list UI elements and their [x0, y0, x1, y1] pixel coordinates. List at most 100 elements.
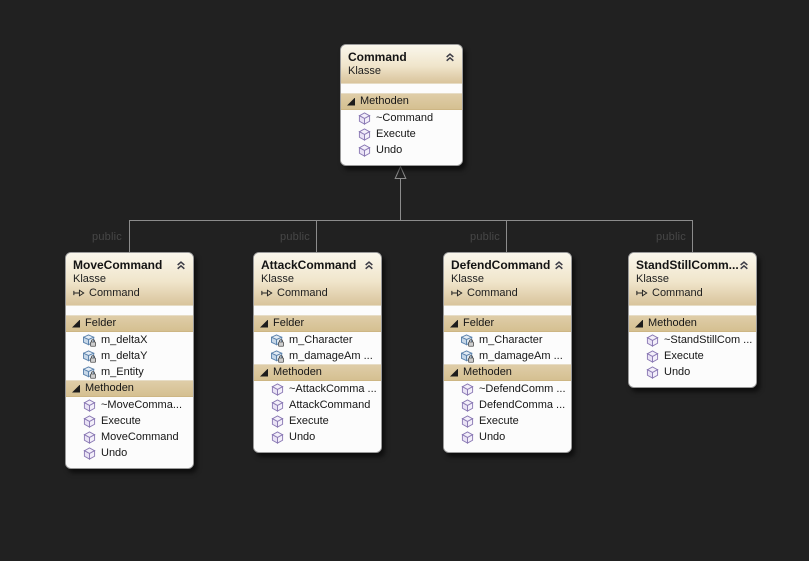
- member-row[interactable]: ~Command: [341, 110, 462, 126]
- expander-icon: [635, 319, 643, 328]
- member-row[interactable]: ~MoveComma...: [66, 397, 193, 413]
- section-header-methods[interactable]: Methoden: [444, 364, 571, 381]
- private-field-icon: [271, 334, 284, 347]
- section-label: Methoden: [648, 317, 697, 329]
- member-label: Execute: [289, 415, 329, 427]
- base-type-row: Command: [261, 286, 374, 300]
- base-type-label: Command: [467, 287, 518, 299]
- member-row[interactable]: m_Character: [444, 332, 571, 348]
- class-title: MoveCommand: [73, 258, 163, 272]
- method-icon: [461, 415, 474, 428]
- collapse-chevron-icon[interactable]: [363, 260, 375, 270]
- class-box-defendcommand[interactable]: DefendCommand Klasse Command Felder m_Ch…: [443, 252, 572, 453]
- section-header-methods[interactable]: Methoden: [254, 364, 381, 381]
- member-row[interactable]: MoveCommand: [66, 429, 193, 445]
- collapse-chevron-icon[interactable]: [175, 260, 187, 270]
- base-type-label: Command: [89, 287, 140, 299]
- class-header[interactable]: DefendCommand Klasse Command: [444, 253, 571, 306]
- member-row[interactable]: Undo: [629, 364, 756, 380]
- member-row[interactable]: m_Character: [254, 332, 381, 348]
- inheritance-arrow-icon: [636, 288, 648, 298]
- section-header-fields[interactable]: Felder: [66, 315, 193, 332]
- section-label: Felder: [85, 317, 117, 329]
- method-icon: [83, 431, 96, 444]
- section-label: Methoden: [85, 382, 134, 394]
- class-kind: Klasse: [348, 65, 382, 77]
- member-label: m_damageAm ...: [289, 350, 373, 362]
- section-label: Methoden: [463, 366, 512, 378]
- class-box-standstillcommand[interactable]: StandStillComm... Klasse Command Methode…: [628, 252, 757, 388]
- class-title: DefendCommand: [451, 258, 551, 272]
- member-label: m_Character: [289, 334, 353, 346]
- section-label: Methoden: [273, 366, 322, 378]
- member-label: Undo: [101, 447, 128, 459]
- member-row[interactable]: ~StandStillCom ...: [629, 332, 756, 348]
- member-row[interactable]: Undo: [254, 429, 381, 445]
- member-row[interactable]: Execute: [341, 126, 462, 142]
- member-label: m_deltaX: [101, 334, 148, 346]
- method-icon: [358, 144, 371, 157]
- section-header-methods[interactable]: Methoden: [66, 380, 193, 397]
- class-kind: Klasse: [261, 273, 295, 285]
- member-label: m_deltaY: [101, 350, 148, 362]
- section-header-fields[interactable]: Felder: [444, 315, 571, 332]
- member-row[interactable]: Undo: [444, 429, 571, 445]
- member-label: Undo: [376, 144, 403, 156]
- member-row[interactable]: Undo: [66, 445, 193, 461]
- class-box-movecommand[interactable]: MoveCommand Klasse Command Felder m_delt…: [65, 252, 194, 469]
- class-header[interactable]: AttackCommand Klasse Command: [254, 253, 381, 306]
- class-title: StandStillComm...: [636, 258, 739, 272]
- class-kind: Klasse: [636, 273, 670, 285]
- member-row[interactable]: ~AttackComma ...: [254, 381, 381, 397]
- connector-label-public: public: [656, 231, 686, 243]
- base-type-label: Command: [652, 287, 703, 299]
- section-header-methods[interactable]: Methoden: [629, 315, 756, 332]
- collapse-chevron-icon[interactable]: [553, 260, 565, 270]
- member-row[interactable]: m_deltaY: [66, 348, 193, 364]
- member-row[interactable]: m_damageAm ...: [254, 348, 381, 364]
- inheritance-arrow-icon: [451, 288, 463, 298]
- class-header[interactable]: StandStillComm... Klasse Command: [629, 253, 756, 306]
- method-icon: [271, 399, 284, 412]
- member-row[interactable]: Undo: [341, 142, 462, 158]
- method-icon: [461, 383, 474, 396]
- member-label: ~Command: [376, 112, 434, 124]
- collapse-chevron-icon[interactable]: [444, 52, 456, 62]
- member-label: m_Entity: [101, 366, 144, 378]
- section-label: Felder: [273, 317, 305, 329]
- member-row[interactable]: Execute: [66, 413, 193, 429]
- member-row[interactable]: DefendComma ...: [444, 397, 571, 413]
- method-icon: [83, 399, 96, 412]
- member-row[interactable]: ~DefendComm ...: [444, 381, 571, 397]
- connector-label-public: public: [470, 231, 500, 243]
- member-label: MoveCommand: [101, 431, 179, 443]
- class-body: Felder m_deltaX m_deltaY m_Entity Method…: [66, 306, 193, 468]
- collapse-chevron-icon[interactable]: [738, 260, 750, 270]
- member-label: Undo: [479, 431, 506, 443]
- member-label: ~MoveComma...: [101, 399, 182, 411]
- section-header-fields[interactable]: Felder: [254, 315, 381, 332]
- member-label: Undo: [664, 366, 691, 378]
- class-header[interactable]: MoveCommand Klasse Command: [66, 253, 193, 306]
- method-icon: [271, 415, 284, 428]
- member-label: m_Character: [479, 334, 543, 346]
- member-label: ~DefendComm ...: [479, 383, 566, 395]
- member-label: Execute: [376, 128, 416, 140]
- member-row[interactable]: AttackCommand: [254, 397, 381, 413]
- class-box-command[interactable]: Command Klasse Methoden ~Command Execute…: [340, 44, 463, 166]
- class-box-attackcommand[interactable]: AttackCommand Klasse Command Felder m_Ch…: [253, 252, 382, 453]
- member-row[interactable]: m_Entity: [66, 364, 193, 380]
- member-row[interactable]: m_deltaX: [66, 332, 193, 348]
- member-row[interactable]: Execute: [444, 413, 571, 429]
- connector-label-public: public: [280, 231, 310, 243]
- private-field-icon: [461, 334, 474, 347]
- member-label: DefendComma ...: [479, 399, 566, 411]
- class-body: Felder m_Character m_damageAm ... Method…: [254, 306, 381, 452]
- section-header-methods[interactable]: Methoden: [341, 93, 462, 110]
- member-row[interactable]: Execute: [629, 348, 756, 364]
- class-header[interactable]: Command Klasse: [341, 45, 462, 84]
- member-label: Execute: [479, 415, 519, 427]
- member-row[interactable]: m_damageAm ...: [444, 348, 571, 364]
- member-row[interactable]: Execute: [254, 413, 381, 429]
